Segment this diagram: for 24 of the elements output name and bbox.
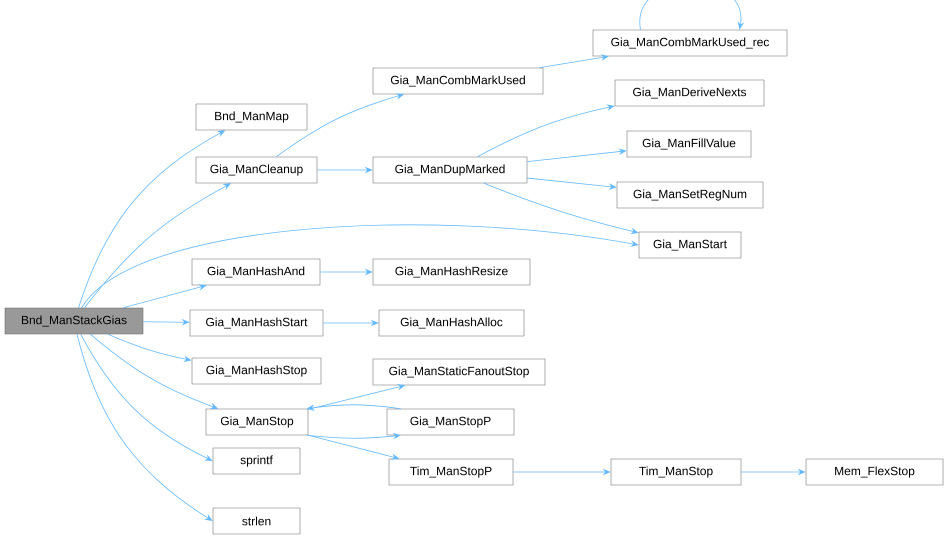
- function-box: Gia_ManDupMarked: [372, 156, 528, 184]
- function-box: Gia_ManCombMarkUsed: [372, 68, 544, 94]
- function-box: Gia_ManHashResize: [372, 258, 530, 286]
- function-box: Mem_FlexStop: [806, 458, 944, 486]
- function-box: strlen: [212, 508, 300, 534]
- function-box: Gia_ManStop: [206, 408, 308, 436]
- function-box: Gia_ManFillValue: [626, 130, 752, 158]
- function-box: Bnd_ManMap: [196, 104, 308, 130]
- function-box: Gia_ManCleanup: [196, 156, 318, 184]
- function-box: Gia_ManStaticFanoutStop: [372, 358, 546, 386]
- function-box: Tim_ManStop: [610, 458, 742, 486]
- function-box: Gia_ManStart: [638, 232, 742, 258]
- function-box: Gia_ManHashAlloc: [378, 310, 524, 336]
- function-box: Gia_ManCombMarkUsed_rec: [592, 30, 788, 56]
- function-box: Gia_ManHashStart: [190, 310, 324, 336]
- function-box: Bnd_ManStackGias: [4, 308, 144, 334]
- function-box: Gia_ManSetRegNum: [616, 182, 764, 208]
- function-box: sprintf: [212, 448, 300, 474]
- function-box: Tim_ManStopP: [388, 458, 514, 486]
- arrow: [640, 0, 744, 30]
- function-box: Gia_ManStopP: [386, 408, 514, 436]
- function-box: Gia_ManHashAnd: [192, 258, 320, 286]
- function-box: Gia_ManDeriveNexts: [614, 80, 764, 106]
- function-box: Gia_ManHashStop: [192, 358, 322, 384]
